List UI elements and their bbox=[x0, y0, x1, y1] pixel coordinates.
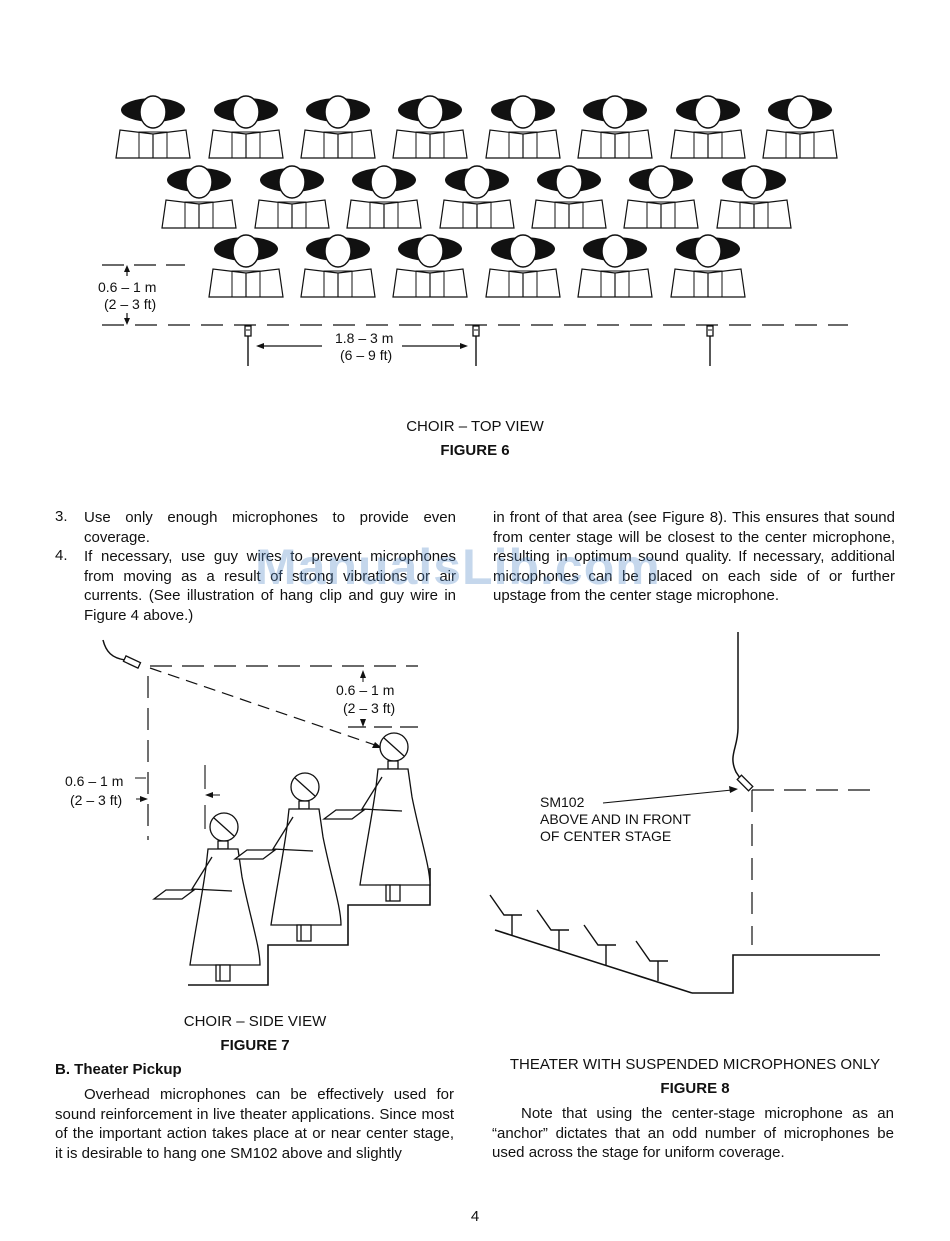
page-number: 4 bbox=[470, 1208, 480, 1225]
singer-top-view bbox=[346, 165, 422, 229]
watermark-text: ManualsLib.com bbox=[255, 539, 661, 595]
singer-side-view bbox=[152, 812, 261, 982]
singer-top-view bbox=[300, 95, 376, 159]
stage bbox=[692, 954, 880, 994]
singer-top-view bbox=[392, 234, 468, 298]
dim-left-m: 0.6 – 1 m bbox=[65, 773, 123, 789]
dim-top-m: 0.6 – 1 m bbox=[336, 682, 394, 698]
seat-icon bbox=[635, 940, 668, 981]
audience-floor bbox=[494, 929, 693, 994]
singer-top-view bbox=[300, 234, 376, 298]
seat-icon bbox=[536, 909, 569, 950]
figure-6-choir-top-view: 0.6 – 1 m (2 – 3 ft) 1.8 – 3 m (6 – 9 ft… bbox=[98, 95, 848, 366]
singer-side-view bbox=[322, 732, 431, 902]
list-number: 3. bbox=[55, 508, 68, 525]
figure-8-label: FIGURE 8 bbox=[660, 1080, 730, 1097]
dim-top-ft: (2 – 3 ft) bbox=[343, 700, 395, 716]
note-paragraph: Note that using the center-stage microph… bbox=[492, 1105, 894, 1161]
dim-height-ft: (2 – 3 ft) bbox=[104, 296, 156, 312]
figure-8-theater: SM102 ABOVE AND IN FRONT OF CENTER STAGE bbox=[489, 632, 880, 994]
singer-top-view bbox=[716, 165, 792, 229]
singer-top-view bbox=[577, 234, 653, 298]
figure-7-caption: CHOIR – SIDE VIEW bbox=[183, 1013, 327, 1030]
microphone-icon bbox=[244, 325, 252, 366]
list-item-text: If necessary, use guy wires to prevent m… bbox=[84, 548, 456, 624]
singer-top-view bbox=[485, 95, 561, 159]
microphone-icon bbox=[706, 325, 714, 366]
dim-spacing-m: 1.8 – 3 m bbox=[335, 330, 393, 346]
seat-icon bbox=[489, 894, 522, 935]
arrow-right-icon bbox=[140, 796, 148, 802]
list-number: 4. bbox=[55, 547, 68, 564]
section-b-paragraph: Overhead microphones can be effectively … bbox=[55, 1086, 454, 1162]
figure-8-caption: THEATER WITH SUSPENDED MICROPHONES ONLY bbox=[509, 1056, 881, 1073]
singer-top-view bbox=[208, 234, 284, 298]
singer-top-view bbox=[762, 95, 838, 159]
right-column-paragraph: in front of that area (see Figure 8). Th… bbox=[493, 509, 895, 604]
figure-7-label: FIGURE 7 bbox=[220, 1037, 290, 1054]
arrow-up-icon bbox=[124, 265, 130, 272]
list-item-text: Use only enough microphones to provide e… bbox=[84, 509, 456, 546]
dim-height-m: 0.6 – 1 m bbox=[98, 279, 156, 295]
mic-cable bbox=[732, 632, 741, 779]
singer-top-view bbox=[577, 95, 653, 159]
microphone-icon bbox=[472, 325, 480, 366]
singer-top-view bbox=[208, 95, 284, 159]
mic-label-model: SM102 bbox=[540, 794, 585, 810]
choir-rows bbox=[115, 95, 838, 298]
mic-cable bbox=[102, 639, 126, 661]
singer-top-view bbox=[254, 165, 330, 229]
microphone-icon bbox=[736, 774, 754, 792]
mic-label-line-3: OF CENTER STAGE bbox=[540, 828, 671, 844]
singer-top-view bbox=[623, 165, 699, 229]
singer-top-view bbox=[115, 95, 191, 159]
singer-side-view bbox=[233, 772, 342, 942]
arrow-up-icon bbox=[360, 670, 366, 678]
arrow-down-icon bbox=[360, 719, 366, 727]
arrow-down-icon bbox=[124, 318, 130, 325]
figure-6-caption: CHOIR – TOP VIEW bbox=[406, 418, 544, 435]
singer-top-view bbox=[392, 95, 468, 159]
arrow-right-icon bbox=[460, 343, 468, 349]
stairs bbox=[188, 868, 431, 986]
seat-icon bbox=[583, 924, 616, 965]
choir-singers bbox=[152, 732, 431, 982]
arrow-left-icon bbox=[256, 343, 264, 349]
singer-top-view bbox=[485, 234, 561, 298]
singer-top-view bbox=[531, 165, 607, 229]
section-heading: B. Theater Pickup bbox=[55, 1061, 182, 1078]
arrow-right-icon bbox=[729, 786, 738, 793]
singer-top-view bbox=[439, 165, 515, 229]
mic-label-line-2: ABOVE AND IN FRONT bbox=[540, 811, 691, 827]
singer-top-view bbox=[670, 234, 746, 298]
singer-top-view bbox=[161, 165, 237, 229]
figure-6-label: FIGURE 6 bbox=[440, 442, 510, 459]
audience-seats bbox=[489, 894, 668, 981]
microphone-icon bbox=[122, 655, 142, 669]
arrow-left-icon bbox=[205, 792, 213, 798]
dim-spacing-ft: (6 – 9 ft) bbox=[340, 347, 392, 363]
figure-7-choir-side-view: 0.6 – 1 m (2 – 3 ft) 0.6 – 1 m (2 – 3 ft… bbox=[65, 639, 431, 986]
singer-top-view bbox=[670, 95, 746, 159]
dim-left-ft: (2 – 3 ft) bbox=[70, 792, 122, 808]
